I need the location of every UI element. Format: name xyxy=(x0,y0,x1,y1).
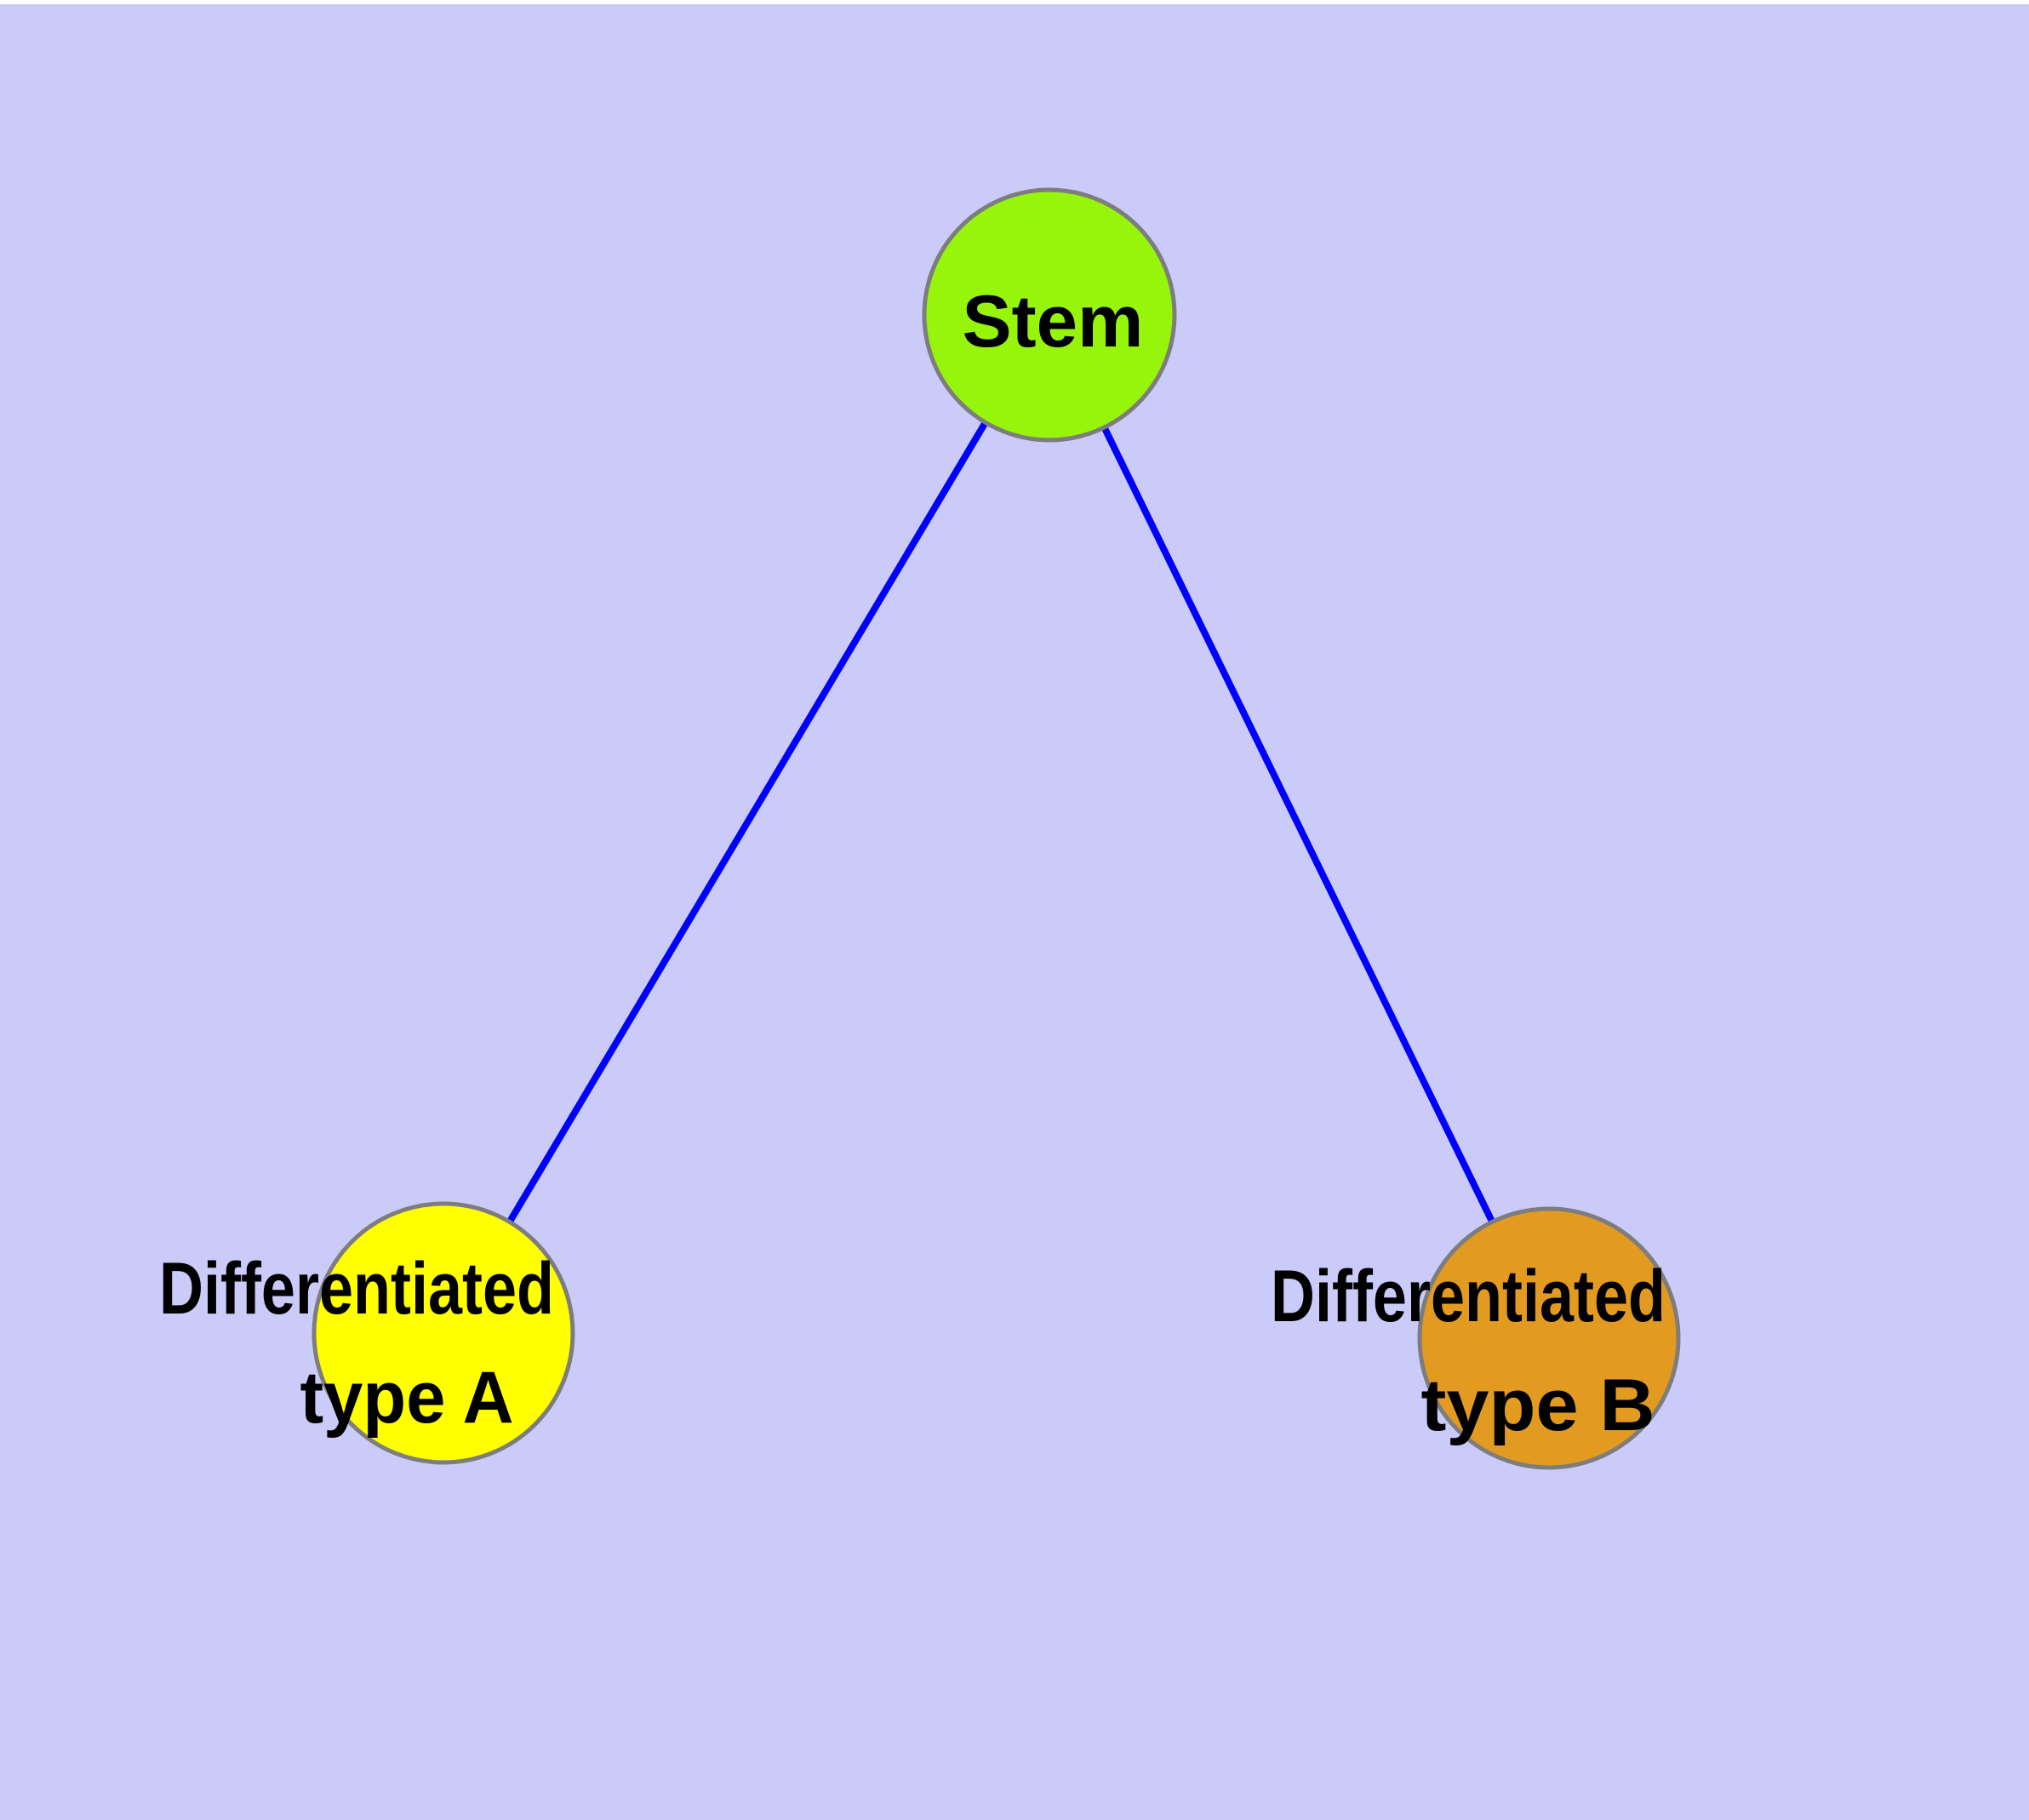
edge-stem-diff-type-a xyxy=(440,312,1053,1336)
edge-stem-diff-type-b xyxy=(1046,313,1552,1340)
node-stem xyxy=(922,187,1177,443)
label-diff-type-b-line2: type B xyxy=(1421,1365,1655,1446)
node-diff-type-a xyxy=(311,1201,575,1465)
node-diff-type-b xyxy=(1417,1206,1681,1470)
label-stem-line1: Stem xyxy=(963,281,1144,363)
label-diff-type-b-line1: Differentiated xyxy=(1271,1256,1666,1337)
label-diff-type-a-line2: type A xyxy=(300,1357,514,1439)
label-diff-type-a-line1: Differentiated xyxy=(159,1248,554,1330)
top-white-strip xyxy=(0,0,2029,4)
